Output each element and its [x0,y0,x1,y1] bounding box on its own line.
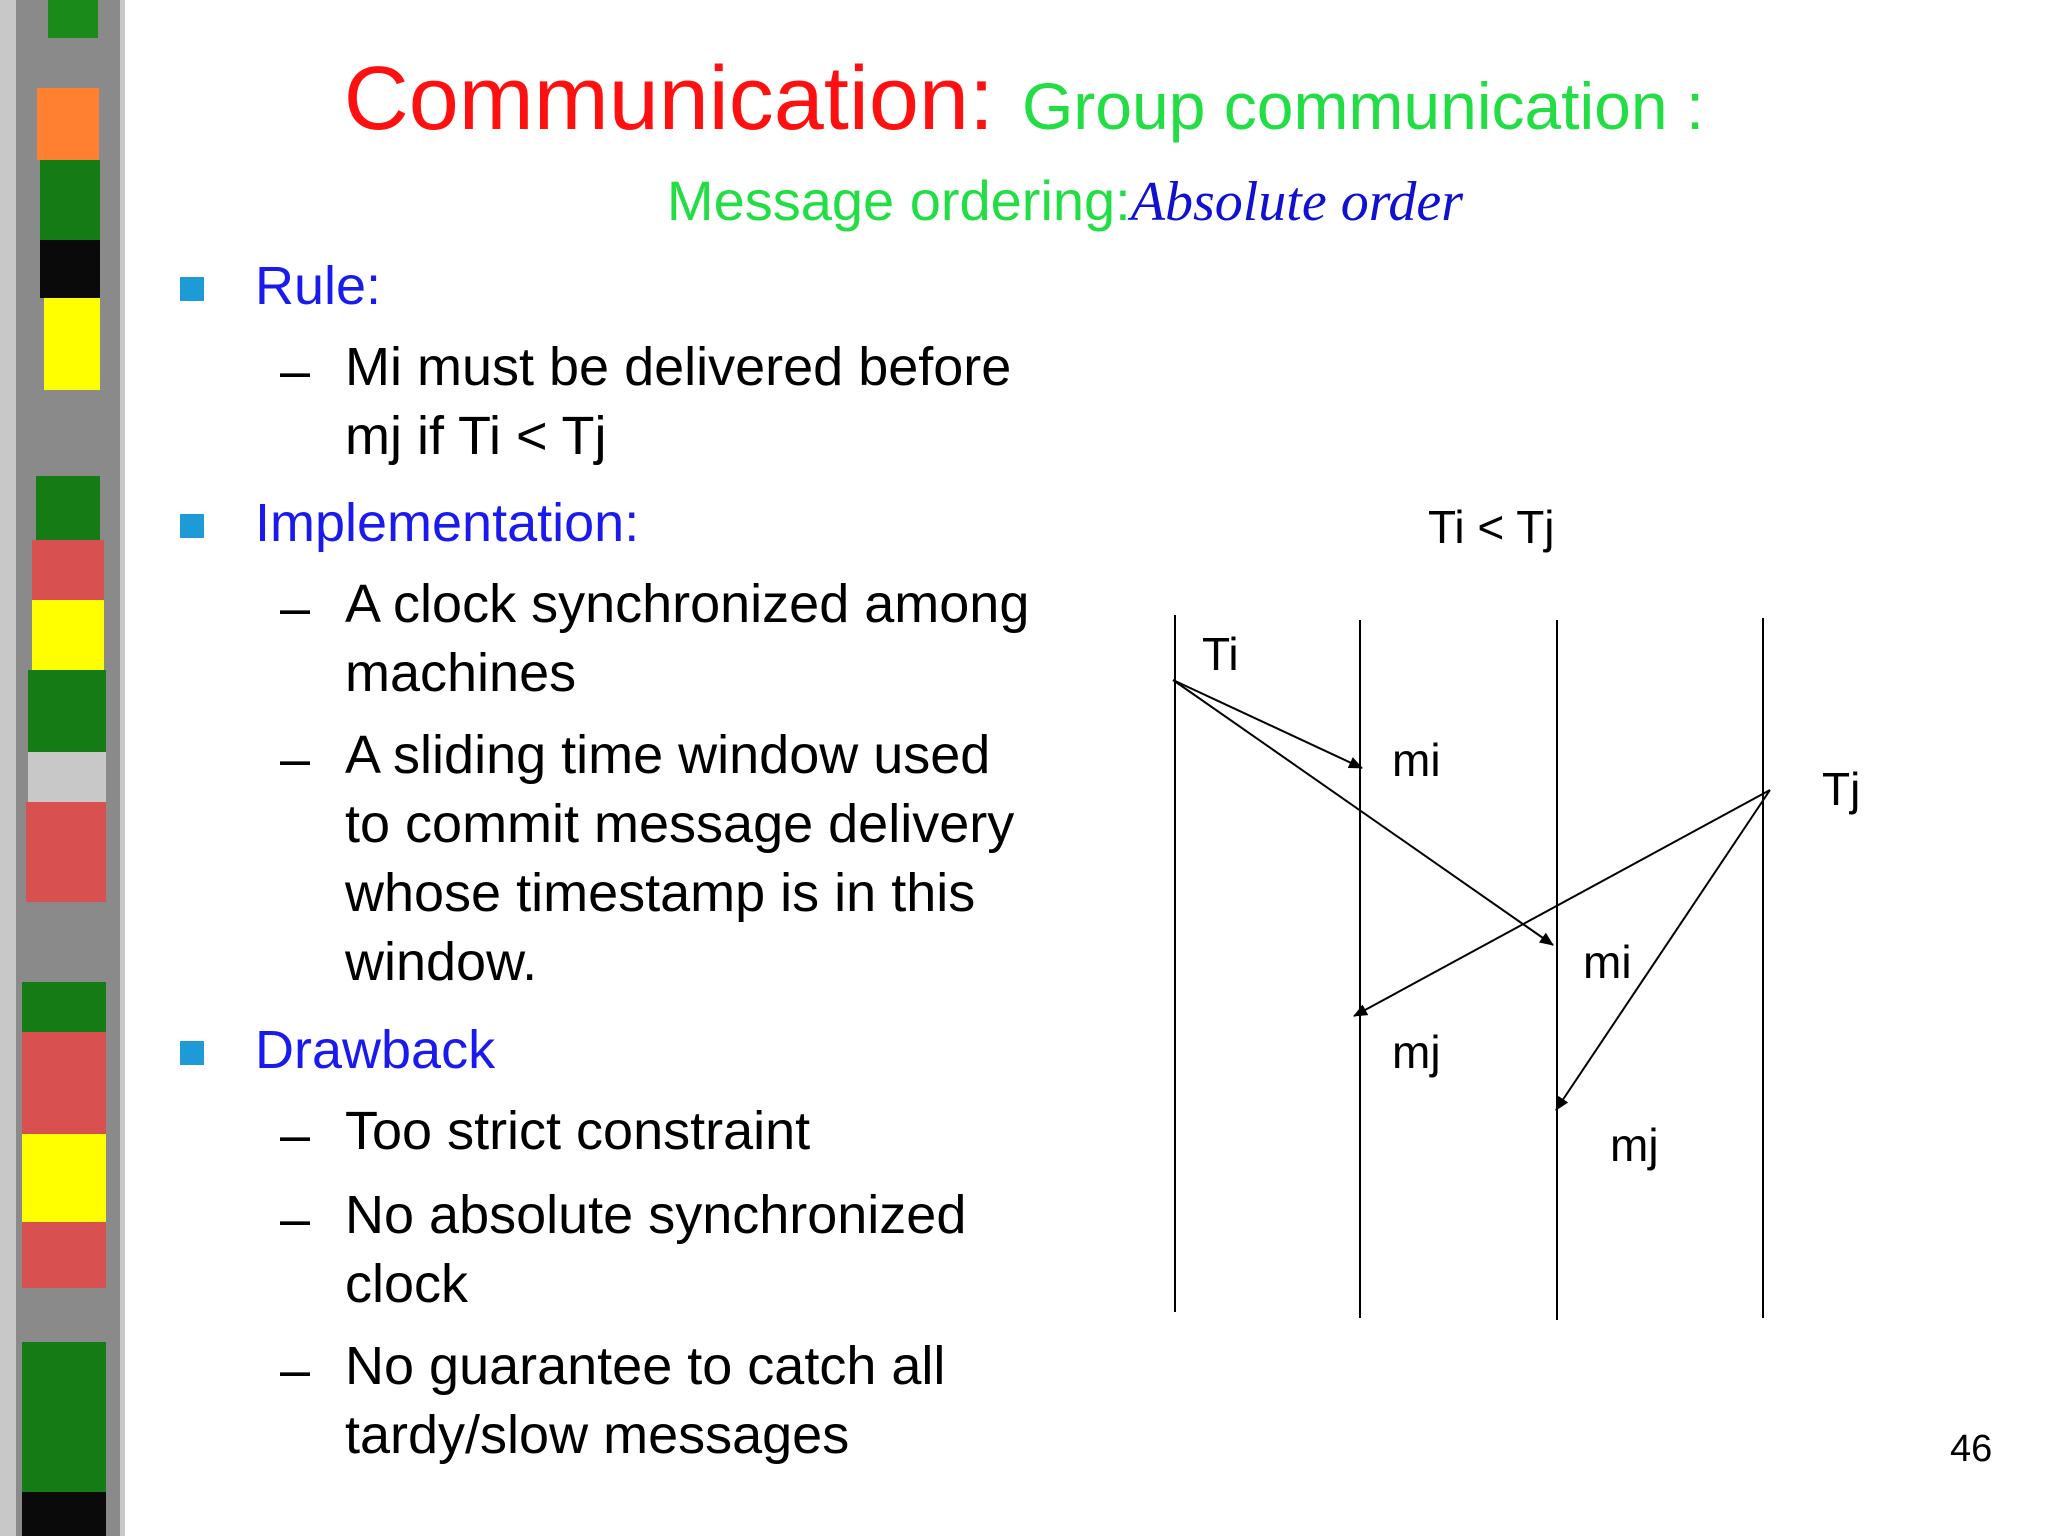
label-ti: Ti [1202,628,1239,680]
item-line: clock [345,1254,469,1314]
implementation-item-1: A clock synchronized among machines [345,570,1029,708]
strip-block [32,600,104,670]
dash-bullet: – [280,1340,311,1400]
arrow-mj-to-p3 [1555,789,1771,1111]
diagram-caption: Ti < Tj [1428,501,1555,553]
strip-block [40,160,100,240]
arrow-mi-to-p2 [1172,679,1363,769]
slide-subtitle: Message ordering:Absolute order [0,168,2048,234]
slide-title: Communication: Group communication : [0,48,2048,151]
decorative-side-strip [0,0,125,1536]
strip-block [37,88,99,160]
strip-block [22,982,106,1032]
item-line: tardy/slow messages [345,1405,850,1465]
strip-block [22,1032,106,1134]
drawback-item-1: Too strict constraint [345,1097,810,1166]
label-mi-p3: mi [1583,936,1632,988]
strip-block [26,802,106,902]
item-line: whose timestamp is in this [345,863,976,923]
subtitle-plain: Message ordering: [666,169,1131,232]
heading-rule: Rule: [255,256,382,316]
item-line: window. [345,932,538,992]
item-line: to commit message delivery [345,794,1015,854]
strip-block [44,298,100,390]
subtitle-italic: Absolute order [1130,171,1464,233]
heading-drawback: Drawback [255,1020,496,1080]
title-main: Communication: [343,49,994,149]
arrow-mj-to-p2 [1353,789,1771,1017]
bullet-square [180,514,204,538]
strip-block [40,240,100,298]
strip-block [22,1222,106,1288]
strip-block [36,476,100,540]
heading-implementation: Implementation: [255,493,640,553]
item-line: A clock synchronized among [345,574,1030,634]
drawback-item-3: No guarantee to catch all tardy/slow mes… [345,1332,945,1470]
item-line: No guarantee to catch all [345,1336,946,1396]
label-mj-p2: mj [1392,1026,1441,1078]
rule-item: Mi must be delivered before mj if Ti < T… [345,333,1011,471]
item-line: machines [345,643,577,703]
item-line: Mi must be delivered before [345,337,1012,397]
title-sub: Group communication : [1021,69,1705,143]
dash-bullet: – [280,341,311,401]
label-tj: Tj [1822,763,1861,815]
item-line: A sliding time window used [345,725,991,785]
page-number: 46 [1950,1428,1993,1470]
bullet-square [180,1041,204,1065]
strip-block [22,1342,106,1492]
strip-block [48,0,98,38]
label-mj-p3: mj [1610,1119,1659,1171]
dash-bullet: – [280,1189,311,1249]
strip-block [28,670,106,752]
drawback-item-2: No absolute synchronized clock [345,1181,966,1319]
implementation-item-2: A sliding time window used to commit mes… [345,721,1014,997]
strip-block [32,540,104,600]
strip-block [28,752,106,802]
dash-bullet: – [280,1105,311,1165]
item-line: mj if Ti < Tj [345,406,607,466]
strip-block [22,1134,106,1222]
dash-bullet: – [280,729,311,789]
dash-bullet: – [280,578,311,638]
item-line: No absolute synchronized [345,1185,967,1245]
strip-block [22,1492,106,1536]
item-line: Too strict constraint [345,1101,811,1161]
bullet-square [180,277,204,301]
arrow-mi-to-p3 [1172,679,1554,946]
label-mi-p2: mi [1392,734,1441,786]
